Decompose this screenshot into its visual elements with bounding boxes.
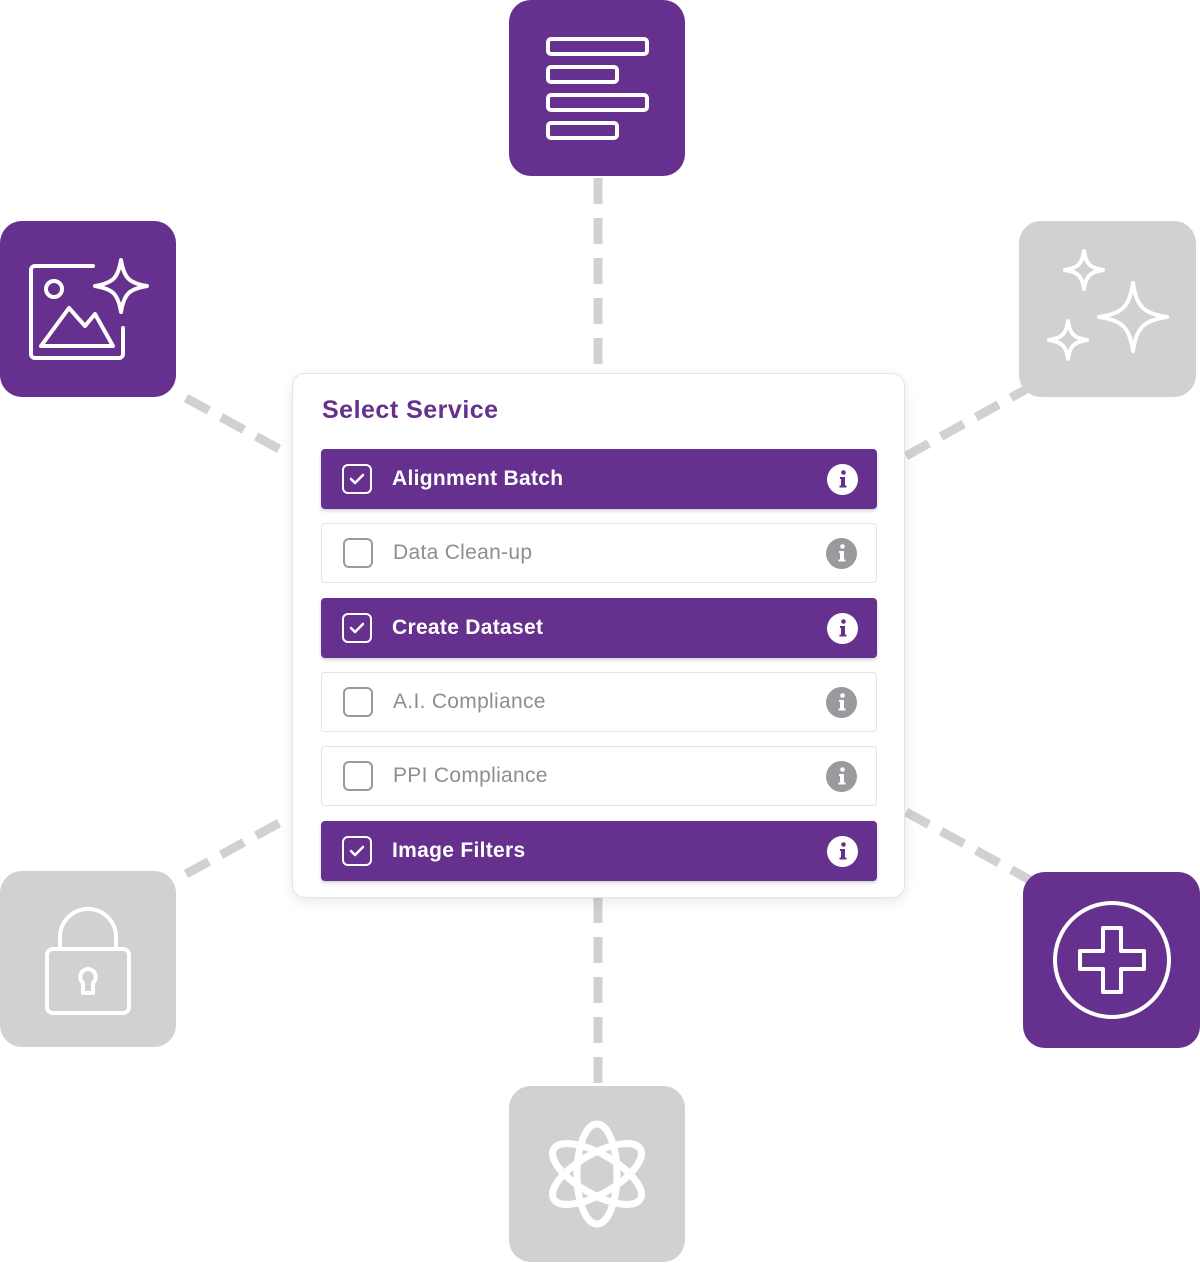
checkmark-icon: [349, 622, 365, 634]
info-icon[interactable]: [827, 612, 858, 644]
text-lines-icon: [546, 37, 649, 140]
service-row-create-dataset[interactable]: Create Dataset: [321, 598, 877, 658]
info-icon[interactable]: [826, 686, 857, 718]
info-icon[interactable]: [827, 835, 858, 867]
plus-circle-tile[interactable]: [1023, 872, 1200, 1048]
plus-circle-icon: [1052, 901, 1171, 1019]
checkbox-checked[interactable]: [342, 836, 372, 866]
service-row-ppi-compliance[interactable]: PPI Compliance: [321, 746, 877, 806]
service-row-ai-compliance[interactable]: A.I. Compliance: [321, 672, 877, 732]
connector-top-right: [903, 382, 1035, 460]
checkmark-icon: [349, 473, 365, 485]
info-icon[interactable]: [826, 537, 857, 569]
sparkles-icon: [1046, 249, 1169, 361]
checkmark-icon: [349, 845, 365, 857]
service-row-image-filters[interactable]: Image Filters: [321, 821, 877, 881]
info-icon[interactable]: [827, 463, 858, 495]
checkbox-checked[interactable]: [342, 613, 372, 643]
checkbox-unchecked[interactable]: [343, 687, 373, 717]
select-service-panel: Select Service Alignment Batch Data Clea…: [293, 374, 904, 897]
service-label: Data Clean-up: [393, 541, 533, 564]
text-lines-tile[interactable]: [509, 0, 685, 176]
connector-bottom-right: [903, 808, 1033, 884]
openai-tile[interactable]: [509, 1086, 685, 1262]
image-sparkle-tile[interactable]: [0, 221, 176, 397]
lock-icon: [45, 907, 131, 1015]
openai-icon: [549, 1120, 645, 1228]
service-label: Create Dataset: [392, 616, 544, 639]
panel-title: Select Service: [322, 396, 499, 424]
checkbox-unchecked[interactable]: [343, 761, 373, 791]
service-row-data-clean-up[interactable]: Data Clean-up: [321, 523, 877, 583]
service-row-alignment-batch[interactable]: Alignment Batch: [321, 449, 877, 509]
info-icon[interactable]: [826, 760, 857, 792]
sparkles-tile[interactable]: [1019, 221, 1196, 397]
service-label: Alignment Batch: [392, 467, 564, 490]
lock-tile[interactable]: [0, 871, 176, 1047]
connector-top-left: [183, 394, 293, 459]
image-sparkle-icon: [29, 258, 149, 360]
connector-bottom-left: [183, 813, 293, 878]
service-label: A.I. Compliance: [393, 690, 546, 713]
checkbox-checked[interactable]: [342, 464, 372, 494]
checkbox-unchecked[interactable]: [343, 538, 373, 568]
service-label: PPI Compliance: [393, 764, 548, 787]
service-label: Image Filters: [392, 839, 526, 862]
